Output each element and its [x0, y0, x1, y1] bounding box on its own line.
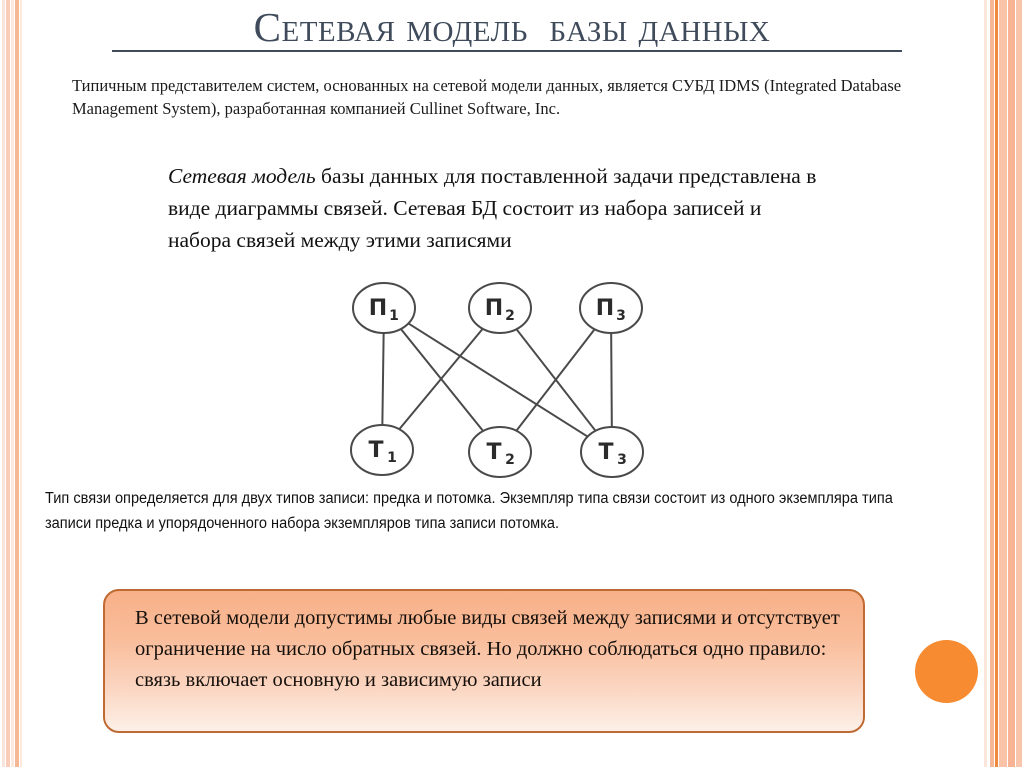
diagram-node-letter-P3: П [596, 296, 614, 321]
diagram-node-circle-P1 [352, 282, 416, 334]
intro-paragraph: Типичным представителем систем, основанн… [72, 76, 902, 118]
left-stripe-5 [20, 0, 22, 767]
left-decorative-stripes [0, 0, 24, 767]
diagram-edge-P3-T2 [515, 328, 596, 432]
right-stripe-6 [1016, 0, 1022, 767]
model-paragraph: Сетевая модель базы данных для поставлен… [168, 160, 828, 256]
diagram-edge-P2-T1 [398, 327, 484, 431]
diagram-edge-P3-T3 [610, 332, 613, 428]
right-stripe-1 [984, 0, 987, 767]
diagram-edge-P1-T1 [381, 332, 385, 426]
callout-text: В сетевой модели допустимы любые виды св… [135, 607, 840, 691]
right-stripe-4 [999, 0, 1007, 767]
left-stripe-4 [15, 0, 19, 767]
diagram-node-letter-P2: П [485, 296, 503, 321]
model-paragraph-emphasis: Сетевая модель [168, 164, 316, 188]
diagram-node-circle-T1 [350, 424, 414, 476]
diagram-node-index-T1: 1 [387, 450, 397, 466]
callout-box: В сетевой модели допустимы любые виды св… [103, 589, 865, 733]
diagram-edge-group [381, 322, 613, 438]
title-block: Сетевая модель базы данных [0, 4, 1024, 50]
diagram-node-letter-T2: Т [486, 440, 501, 465]
title-underline-rule [112, 50, 902, 52]
diagram-node-index-T3: 3 [617, 452, 627, 468]
diagram-node-letter-T1: Т [368, 438, 383, 463]
link-type-paragraph: Тип связи определяется для двух типов за… [45, 490, 893, 532]
diagram-node-index-P1: 1 [389, 308, 399, 324]
diagram-node-index-T2: 2 [505, 452, 515, 468]
left-stripe-2 [6, 0, 10, 767]
left-stripe-3 [11, 0, 14, 767]
diagram-edge-P1-T2 [399, 327, 485, 433]
left-stripe-1 [2, 0, 5, 767]
diagram-node-letter-T3: Т [598, 440, 613, 465]
diagram-node-letter-P1: П [369, 296, 387, 321]
diagram-node-circle-P3 [579, 282, 643, 334]
right-decorative-stripes [984, 0, 1024, 767]
page-title: Сетевая модель базы данных [253, 4, 771, 50]
right-stripe-5 [1008, 0, 1015, 767]
right-stripe-3 [995, 0, 998, 767]
diagram-edge-P1-T3 [407, 322, 589, 438]
accent-dot-icon [915, 640, 978, 703]
model-paragraph-rest: базы данных для поставленной задачи пред… [168, 164, 817, 252]
diagram-node-circle-T3 [580, 426, 644, 478]
diagram-node-index-P3: 3 [616, 308, 626, 324]
diagram-node-circle-T2 [468, 426, 532, 478]
right-stripe-2 [990, 0, 994, 767]
diagram-node-index-P2: 2 [505, 308, 515, 324]
diagram-node-circle-P2 [468, 282, 532, 334]
